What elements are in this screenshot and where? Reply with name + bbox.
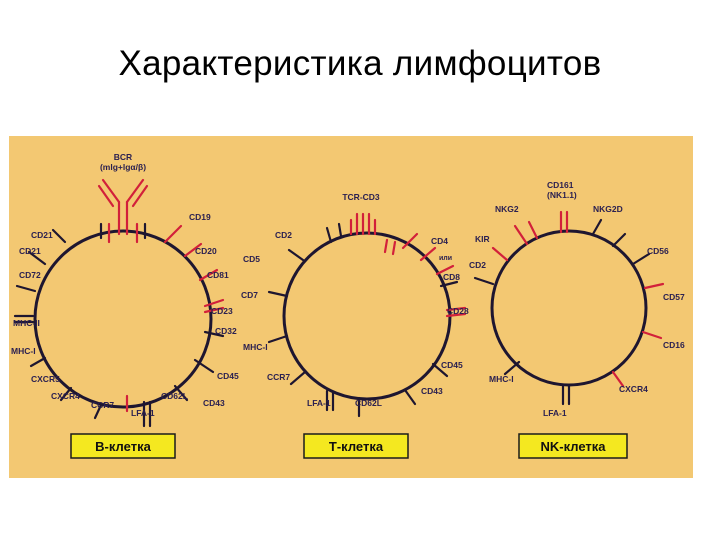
label-tcr-cd3: TCR-CD3 <box>342 192 380 202</box>
t-cell-box-label: Т-клетка <box>329 439 384 454</box>
label-bcr: BCR <box>114 152 132 162</box>
nk-cell-membrane <box>490 229 648 387</box>
label-cxcr5: CXCR5 <box>31 374 60 384</box>
b-cell-receptors <box>13 178 225 428</box>
tcr-cd3-marker <box>349 212 467 318</box>
label-mhc-i: MHC-I <box>11 346 36 356</box>
label-cd56: CD56 <box>647 246 669 256</box>
label-t-lfa1: LFA-1 <box>307 398 331 408</box>
t-cell-receptors <box>267 212 467 418</box>
label-cd16: CD16 <box>663 340 685 350</box>
lymphocyte-diagram: BCR (mlg+lgα/β) CD19 CD20 CD81 CD23 CD32… <box>9 136 693 478</box>
label-cd7: CD7 <box>241 290 258 300</box>
label-nk-lfa1: LFA-1 <box>543 408 567 418</box>
label-lfa1: LFA-1 <box>131 408 155 418</box>
label-cd4: CD4 <box>431 236 448 246</box>
slide-title: Характеристика лимфоцитов <box>118 44 602 83</box>
label-t-cd45: CD45 <box>441 360 463 370</box>
t-cell-labels: TCR-CD3 CD2 CD5 CD7 CD4 или CD8 CD28 MHC… <box>241 192 469 408</box>
label-nkg2: NKG2 <box>495 204 519 214</box>
label-cd5: CD5 <box>243 254 260 264</box>
label-t-ccr7: CCR7 <box>267 372 290 382</box>
label-cd28: CD28 <box>447 306 469 316</box>
label-cd20: CD20 <box>195 246 217 256</box>
nk-cell-box <box>518 433 628 459</box>
label-cd43: CD43 <box>203 398 225 408</box>
nk-cell-receptors <box>473 210 665 406</box>
label-t-mhc-i: MHC-I <box>243 342 268 352</box>
b-cell-membrane <box>33 229 213 409</box>
label-cd45: CD45 <box>217 371 239 381</box>
label-cd72: CD72 <box>19 270 41 280</box>
label-ili: или <box>439 255 452 262</box>
label-t-cd43: CD43 <box>421 386 443 396</box>
nk-cell-labels: CD161 (NK1.1) NKG2 NKG2D KIR CD2 CD56 CD… <box>469 180 685 418</box>
label-cd23: CD23 <box>211 306 233 316</box>
cell-name-boxes: В-клетка Т-клетка NK-клетка <box>70 433 628 459</box>
label-kir: KIR <box>475 234 490 244</box>
label-cd81: CD81 <box>207 270 229 280</box>
label-nk-cxcr4: CXCR4 <box>619 384 648 394</box>
label-ccr7: CCR7 <box>91 400 114 410</box>
bcr-antibody-marker <box>97 178 149 244</box>
label-cd161: CD161 <box>547 180 574 190</box>
b-cell-labels: BCR (mlg+lgα/β) CD19 CD20 CD81 CD23 CD32… <box>11 152 239 418</box>
label-nk-mhc-i: MHC-I <box>489 374 514 384</box>
label-bcr-sub: (mlg+lgα/β) <box>100 162 146 172</box>
label-mhc-ii: MHC-II <box>13 318 40 328</box>
label-cd62l: CD62L <box>161 391 188 401</box>
label-cd19: CD19 <box>189 212 211 222</box>
label-cd21-lower: CD21 <box>19 246 41 256</box>
label-nk11: (NK1.1) <box>547 190 577 200</box>
label-cd8: CD8 <box>443 272 460 282</box>
t-cell-box <box>303 433 409 459</box>
nk-cell-box-label: NK-клетка <box>540 439 606 454</box>
label-cd2: CD2 <box>275 230 292 240</box>
b-cell-box-label: В-клетка <box>95 439 151 454</box>
label-nkg2d: NKG2D <box>593 204 623 214</box>
label-cd32: CD32 <box>215 326 237 336</box>
label-cxcr4: CXCR4 <box>51 391 80 401</box>
label-cd57: CD57 <box>663 292 685 302</box>
b-cell-box <box>70 433 176 459</box>
label-nk-cd2: CD2 <box>469 260 486 270</box>
label-t-cd62l: CD62L <box>355 398 382 408</box>
label-cd21-upper: CD21 <box>31 230 53 240</box>
